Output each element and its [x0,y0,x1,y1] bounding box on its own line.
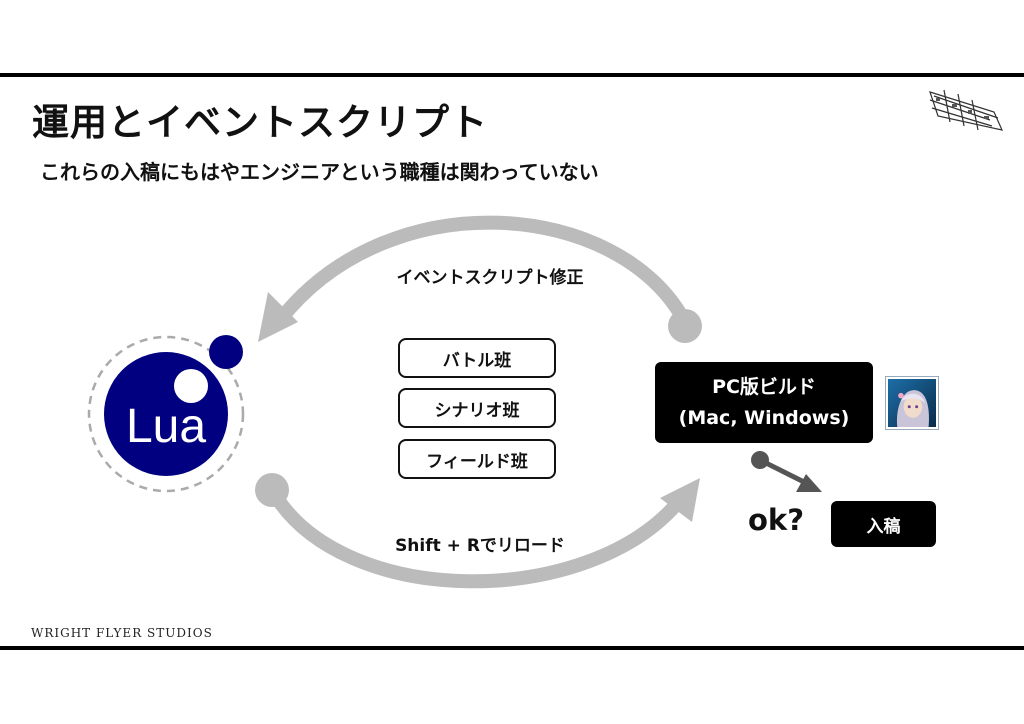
top-arc-label: イベントスクリプト修正 [396,268,584,288]
team-scenario: シナリオ班 [398,388,556,428]
top-arc-arrowhead [258,292,298,342]
submit-box: 入稿 [831,501,936,547]
team-field: フィールド班 [398,439,556,479]
top-rule [0,73,1024,77]
bottom-arc-label: Shift + Rでリロード [395,536,565,556]
winged-logo-icon [929,89,1004,131]
top-arc-start-dot [668,309,702,343]
slide-title: 運用とイベントスクリプト [32,101,488,144]
check-arrow-dot [751,451,769,469]
slide-subtitle: これらの入稿にもはやエンジニアという職種は関わっていない [40,160,599,184]
lua-label: Lua [126,400,206,453]
bottom-rule [0,646,1024,650]
bottom-arc-arrow [265,483,687,589]
lua-hole [174,369,208,403]
bottom-arc-start-dot [255,473,289,507]
lua-moon [209,335,243,369]
team-battle: バトル班 [398,338,556,378]
check-arrowhead [796,474,822,492]
bottom-arc-arrowhead [660,478,700,522]
footer-brand: WRIGHT FLYER STUDIOS [31,626,213,640]
lua-orbit [87,335,245,493]
build-line-2: (Mac, Windows) [678,406,850,429]
top-arc-arrow [273,215,692,329]
build-line-1: PC版ビルド [712,376,816,399]
ok-question: ok? [748,503,805,537]
character-avatar-icon [886,377,938,429]
pc-build-box: PC版ビルド (Mac, Windows) [655,362,873,443]
